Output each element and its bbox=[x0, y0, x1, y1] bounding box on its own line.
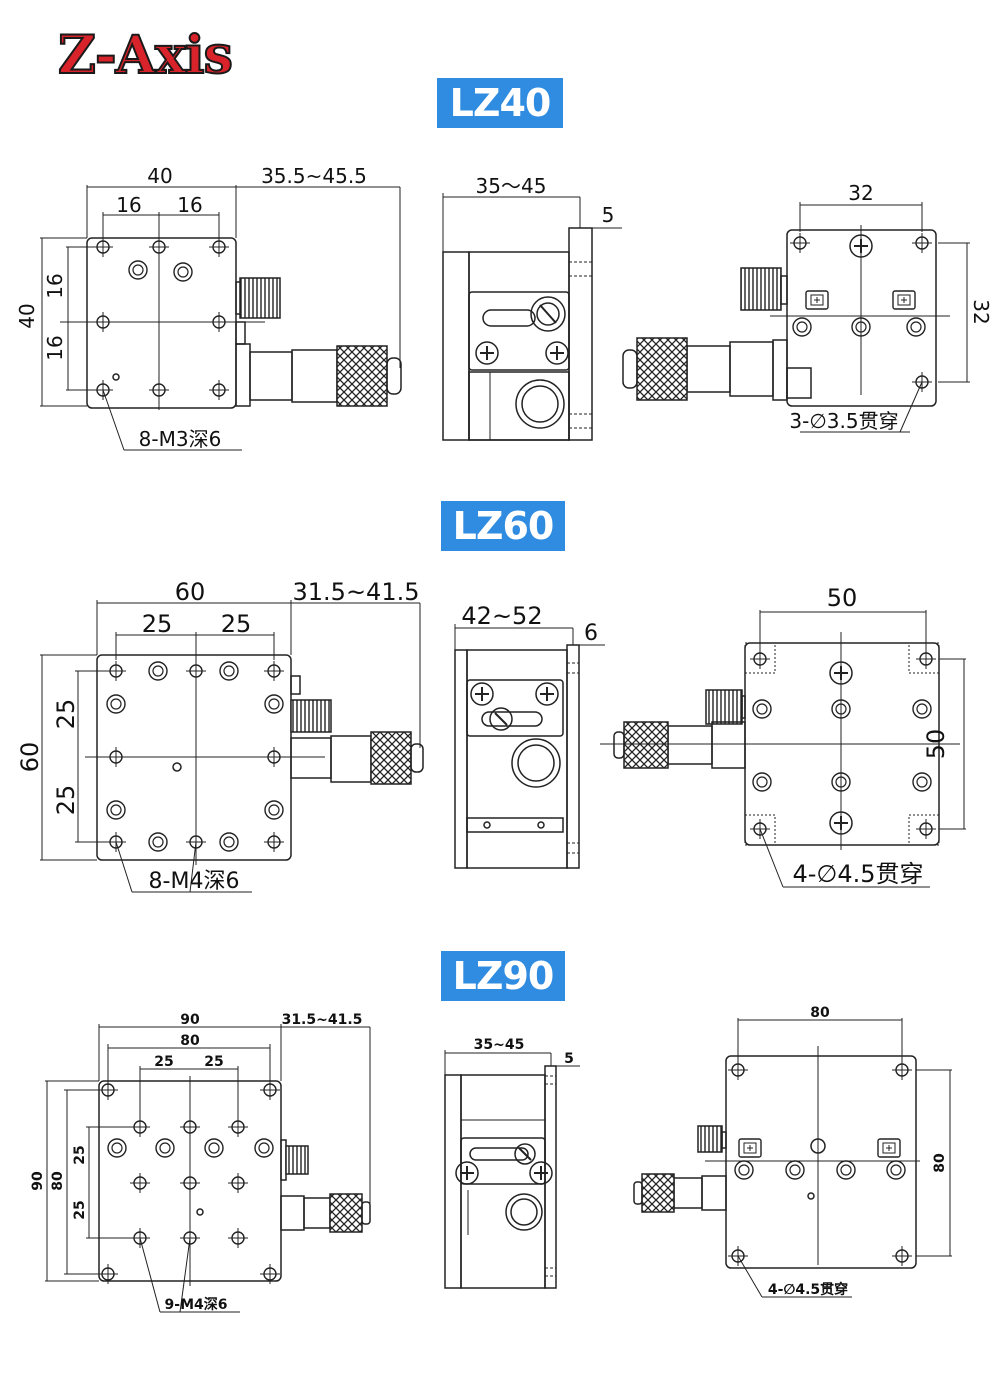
lz40-width-label: 40 bbox=[147, 164, 172, 188]
lz90-side-offset: 5 bbox=[564, 1051, 574, 1067]
page-title: Z-Axis bbox=[57, 25, 234, 86]
lz40-bottom-pitch-x: 32 bbox=[848, 181, 873, 205]
lz60-bottom-pitch-y: 50 bbox=[922, 729, 950, 760]
lz90-travel-label: 31.5~41.5 bbox=[282, 1012, 363, 1028]
lz60-travel-label: 31.5~41.5 bbox=[293, 578, 420, 606]
lz90-bottom-pitch-x: 80 bbox=[810, 1005, 830, 1021]
lz40-pitch-x-right: 16 bbox=[177, 193, 202, 217]
lz60-hole-note: 8-M4深6 bbox=[149, 869, 240, 894]
lz90-top-view bbox=[45, 1024, 371, 1313]
lz40-travel-label: 35.5~45.5 bbox=[261, 164, 367, 188]
lz40-bottom-view bbox=[622, 202, 970, 433]
lz60-side-offset: 6 bbox=[584, 621, 598, 646]
lz90-hole-note: 9-M4深6 bbox=[165, 1296, 228, 1313]
lz90-pitch-y-top: 25 bbox=[72, 1145, 88, 1164]
lz60-pitch-x-right: 25 bbox=[221, 610, 252, 638]
lz90-bottom-view bbox=[633, 1018, 952, 1298]
lz60-bottom-view bbox=[600, 610, 966, 888]
lz40-pitch-y-top: 16 bbox=[43, 273, 67, 298]
lz40-side-offset: 5 bbox=[602, 203, 615, 227]
lz40-side-range: 35～45 bbox=[476, 174, 547, 198]
lz40-bottom-hole-note: 3-∅3.5贯穿 bbox=[789, 409, 898, 433]
lz90-inner-height-label: 80 bbox=[50, 1171, 66, 1191]
lz60-width-label: 60 bbox=[175, 578, 206, 606]
lz40-height-label: 40 bbox=[15, 303, 39, 328]
model-badge-lz90: LZ90 bbox=[441, 951, 565, 1001]
lz60-top-view bbox=[40, 600, 424, 893]
lz60-side-range: 42~52 bbox=[461, 602, 542, 630]
lz40-side-view bbox=[442, 193, 622, 441]
lz90-pitch-x-left: 25 bbox=[154, 1054, 173, 1070]
lz90-bottom-hole-note: 4-∅4.5贯穿 bbox=[768, 1281, 848, 1298]
lz40-hole-note: 8-M3深6 bbox=[139, 427, 222, 451]
model-badge-lz60: LZ60 bbox=[441, 501, 565, 551]
lz60-pitch-x-left: 25 bbox=[142, 610, 173, 638]
lz60-pitch-y-top: 25 bbox=[52, 699, 80, 730]
lz90-pitch-y-bottom: 25 bbox=[72, 1200, 88, 1219]
lz60-pitch-y-bottom: 25 bbox=[52, 785, 80, 816]
lz60-bottom-pitch-x: 50 bbox=[827, 584, 858, 612]
lz40-bottom-pitch-y: 32 bbox=[969, 299, 993, 324]
lz90-inner-width-label: 80 bbox=[180, 1033, 200, 1049]
lz90-bottom-pitch-y: 80 bbox=[932, 1153, 948, 1173]
lz90-side-range: 35~45 bbox=[474, 1037, 525, 1053]
lz90-side-view bbox=[444, 1050, 580, 1289]
lz90-width-label: 90 bbox=[180, 1012, 200, 1028]
lz90-pitch-x-right: 25 bbox=[204, 1054, 223, 1070]
lz60-side-view bbox=[454, 624, 605, 869]
lz40-pitch-x-left: 16 bbox=[116, 193, 141, 217]
lz40-top-view bbox=[40, 185, 402, 451]
lz40-pitch-y-bottom: 16 bbox=[43, 335, 67, 360]
lz60-bottom-hole-note: 4-∅4.5贯穿 bbox=[792, 860, 923, 888]
lz60-height-label: 60 bbox=[16, 742, 44, 773]
lz90-height-label: 90 bbox=[30, 1171, 46, 1191]
model-badge-lz40: LZ40 bbox=[437, 78, 563, 128]
